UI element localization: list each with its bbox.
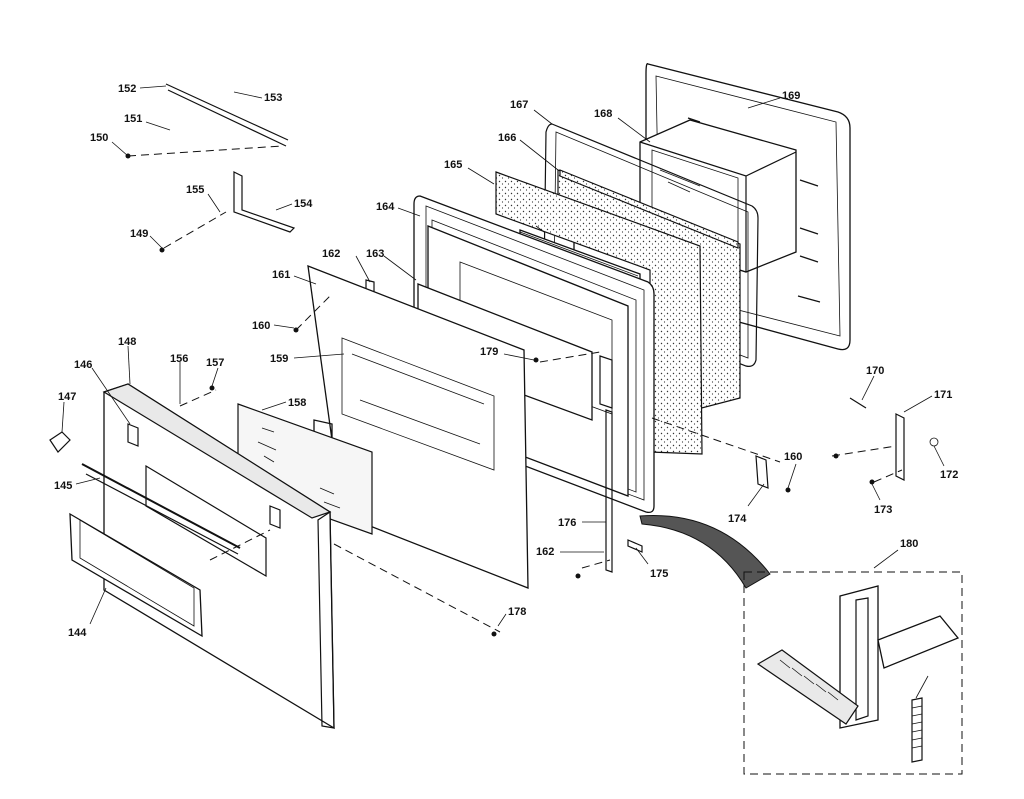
label-177: 179 <box>480 346 535 361</box>
part-label: 160 <box>252 320 270 332</box>
part-label: 150 <box>90 132 108 144</box>
hinge-detail-callout-arrow <box>639 514 771 589</box>
label-144: 144 <box>68 587 107 639</box>
label-146: 146 <box>74 359 131 425</box>
label-145: 145 <box>54 477 101 492</box>
part-label: 147 <box>58 391 76 403</box>
part-label: 162 <box>536 546 554 558</box>
label-147: 147 <box>58 391 76 433</box>
label-171: 171 <box>903 389 952 413</box>
label-164: 164 <box>376 201 421 217</box>
label-170: 170 <box>861 365 884 401</box>
label-157: 157 <box>206 357 224 387</box>
part-label: 157 <box>206 357 224 369</box>
label-156: 156 <box>170 353 188 404</box>
label-150: 150 <box>90 132 129 157</box>
part-label: 155 <box>186 184 204 196</box>
part-label: 166 <box>498 132 516 144</box>
part-label: 174 <box>728 513 747 525</box>
part-label: 175 <box>650 568 668 580</box>
door-handle-part <box>49 431 241 555</box>
label-173: 173 <box>871 483 892 516</box>
label-159: 159 <box>270 353 345 365</box>
part-label: 159 <box>270 353 288 365</box>
screws <box>125 153 875 637</box>
part-label: 171 <box>934 389 952 401</box>
label-161: 161 <box>272 269 317 285</box>
part-label: 170 <box>866 365 884 377</box>
part-label: 161 <box>272 269 290 281</box>
door-handle-frame-part <box>69 464 267 638</box>
label-149: 149 <box>130 228 163 249</box>
part-label: 148 <box>118 336 136 348</box>
part-label: 158 <box>288 397 306 409</box>
label-148: 148 <box>118 336 136 385</box>
label-165: 165 <box>444 159 495 185</box>
hinge-detail-box <box>743 571 963 775</box>
label-160a: 160 <box>252 320 295 332</box>
top-rod-and-bracket-part <box>165 83 296 233</box>
part-label: 146 <box>74 359 92 371</box>
part-label: 172 <box>940 469 958 481</box>
part-label: 149 <box>130 228 148 240</box>
label-169: 169 <box>747 90 800 109</box>
label-155: 155 <box>186 184 221 213</box>
part-label: 169 <box>782 90 800 102</box>
label-179: 180 <box>873 538 918 569</box>
part-label: 165 <box>444 159 462 171</box>
part-label: 173 <box>874 504 892 516</box>
part-label: 144 <box>68 627 87 639</box>
label-163: 163 <box>366 248 417 281</box>
label-172: 172 <box>933 445 958 481</box>
label-175: 175 <box>635 547 668 580</box>
outer-door-panel-part <box>102 383 335 730</box>
handle-end-caps-part <box>127 423 281 529</box>
part-label: 154 <box>294 198 313 210</box>
part-label: 160 <box>784 451 802 463</box>
label-162b: 162 <box>536 546 604 558</box>
part-labels: 152 153 151 150 155 154 149 148 146 156 … <box>54 83 958 699</box>
label-154: 154 <box>275 198 313 211</box>
hinge-rod-part <box>605 409 643 573</box>
label-174: 174 <box>728 483 765 525</box>
part-label: 167 <box>510 99 528 111</box>
part-label: 153 <box>264 92 282 104</box>
part-label: 145 <box>54 480 72 492</box>
label-178: 178 <box>497 606 526 627</box>
label-167: 167 <box>510 99 553 125</box>
label-152: 152 <box>118 83 167 95</box>
label-160b: 160 <box>784 451 802 489</box>
part-label: 168 <box>594 108 612 120</box>
label-168: 168 <box>594 108 651 143</box>
hinge-hardware-part <box>755 397 939 489</box>
part-label: 163 <box>366 248 384 260</box>
label-162a: 162 <box>322 248 371 283</box>
part-label: 151 <box>124 113 142 125</box>
label-176: 176 <box>558 517 606 529</box>
part-label: 164 <box>376 201 395 213</box>
part-label: 152 <box>118 83 136 95</box>
part-label: 179 <box>480 346 498 358</box>
part-label: 180 <box>900 538 918 550</box>
part-label: 156 <box>170 353 188 365</box>
label-158: 158 <box>261 397 306 411</box>
label-180 <box>915 675 929 699</box>
assembly-guide-lines <box>127 145 903 633</box>
label-166: 166 <box>498 132 559 171</box>
part-label: 178 <box>508 606 526 618</box>
label-153: 153 <box>233 91 282 104</box>
label-151: 151 <box>124 113 171 131</box>
part-label: 176 <box>558 517 576 529</box>
part-label: 162 <box>322 248 340 260</box>
